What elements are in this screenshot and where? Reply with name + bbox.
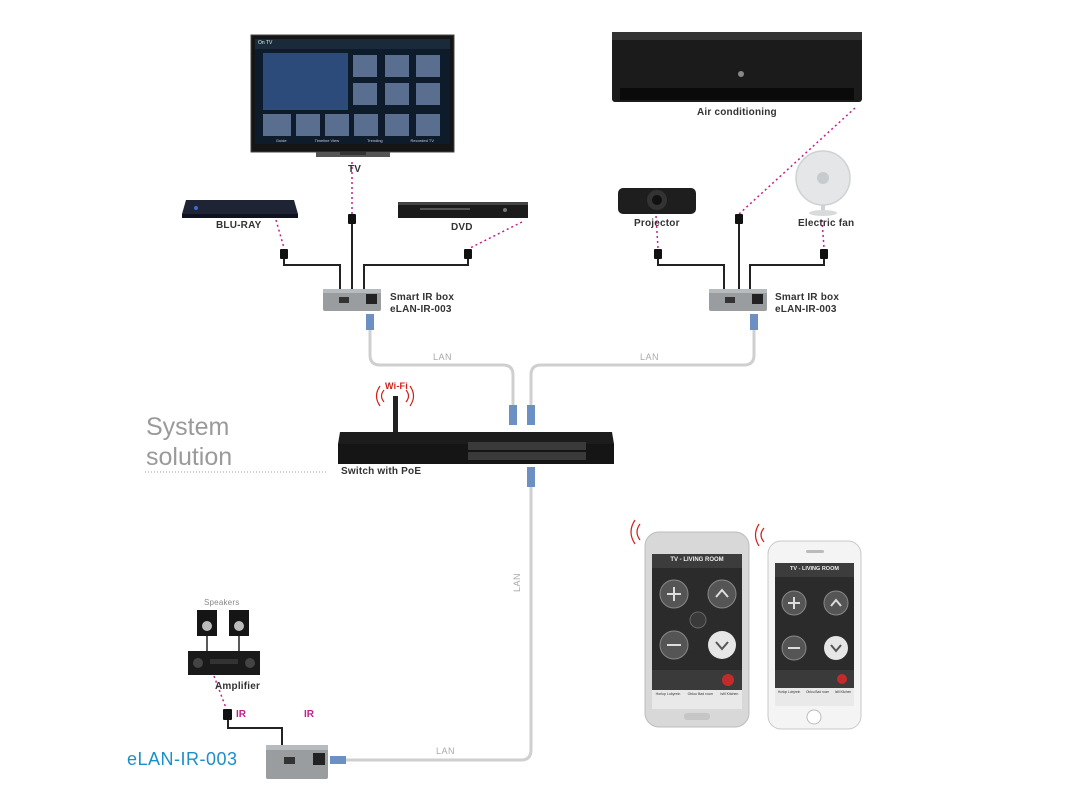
tv-menu-item: Guide	[275, 138, 287, 143]
phone-right	[754, 523, 862, 730]
lan-label-bottom: LAN	[436, 746, 456, 756]
phone-tab[interactable]: Oblou Bad room	[805, 690, 830, 694]
phone-left	[630, 519, 750, 728]
lan-label-right: LAN	[640, 352, 660, 362]
tv-screen-brand: On TV	[258, 40, 273, 46]
phone-tab[interactable]: Horlop Lobyrein	[777, 690, 801, 694]
electric-fan-label: Electric fan	[798, 218, 855, 229]
air-conditioning-label: Air conditioning	[697, 107, 777, 118]
smart-ir-box-right-label: Smart IR box	[775, 292, 840, 303]
tv-menu-item: Trending	[367, 138, 383, 143]
bottom-model-label: eLAN-IR-003	[127, 749, 238, 769]
phone-left-tabs: Horlop Lobyrein Oblou Bad room Isfil Kit…	[652, 692, 742, 696]
lan-cables	[345, 330, 756, 762]
phone-left-title: TV - LIVING ROOM	[670, 557, 724, 563]
lan-label-left: LAN	[433, 352, 453, 362]
amplifier-device	[188, 651, 260, 675]
phone-right-title: TV - LIVING ROOM	[790, 566, 839, 572]
lan-label-vertical: LAN	[512, 572, 522, 592]
smart-ir-model-left-label: eLAN-IR-003	[390, 304, 452, 315]
switch-device	[338, 385, 614, 487]
smart-ir-box-left-label: Smart IR box	[390, 292, 455, 303]
tv-label: TV	[348, 164, 362, 175]
system-solution-line2: solution	[146, 443, 233, 471]
lan-cable-vertical	[345, 470, 533, 762]
ir-dotted-lines	[213, 107, 856, 709]
tv-screen-menu: Guide Timeline View Trending Recorded TV	[262, 138, 448, 143]
projector-label: Projector	[634, 218, 680, 229]
projector-device	[618, 188, 696, 214]
tv-menu-item: Recorded TV	[410, 138, 435, 143]
phone-tab[interactable]: Isfil Kitchen	[720, 692, 739, 696]
ir-label-left: IR	[236, 709, 246, 720]
phone-right-tabs: Horlop Lobyrein Oblou Bad room Isfil Kit…	[775, 690, 854, 694]
phone-tab[interactable]: Oblou Bad room	[687, 692, 714, 696]
lan-cable-right	[529, 330, 756, 405]
ir-label-right: IR	[304, 709, 314, 720]
ir-cables	[227, 222, 825, 752]
system-solution-line1: System	[146, 413, 230, 441]
dvd-device	[398, 202, 528, 218]
smart-ir-box-bottom	[266, 745, 346, 779]
electric-fan-device	[795, 150, 851, 216]
ir-emitters	[223, 214, 828, 720]
speakers-label: Speakers	[204, 598, 240, 607]
switch-label: Switch with PoE	[341, 466, 422, 477]
dvd-label: DVD	[451, 222, 473, 233]
phone-tab[interactable]: Horlop Lobyrein	[655, 692, 681, 696]
smart-ir-box-right	[709, 289, 767, 330]
tv-menu-item: Timeline View	[314, 138, 340, 143]
lan-cable-left	[368, 330, 515, 405]
wifi-label: Wi-Fi	[385, 381, 408, 391]
phone-tab[interactable]: Isfil Kitchen	[834, 690, 852, 694]
tv-device	[250, 34, 455, 157]
blu-ray-label: BLU-RAY	[216, 220, 262, 231]
speakers-device	[197, 610, 249, 652]
smart-ir-box-left	[323, 289, 381, 330]
smart-ir-model-right-label: eLAN-IR-003	[775, 304, 837, 315]
amplifier-label: Amplifier	[215, 681, 261, 692]
air-conditioner-device	[612, 32, 862, 102]
blu-ray-device	[182, 200, 298, 218]
